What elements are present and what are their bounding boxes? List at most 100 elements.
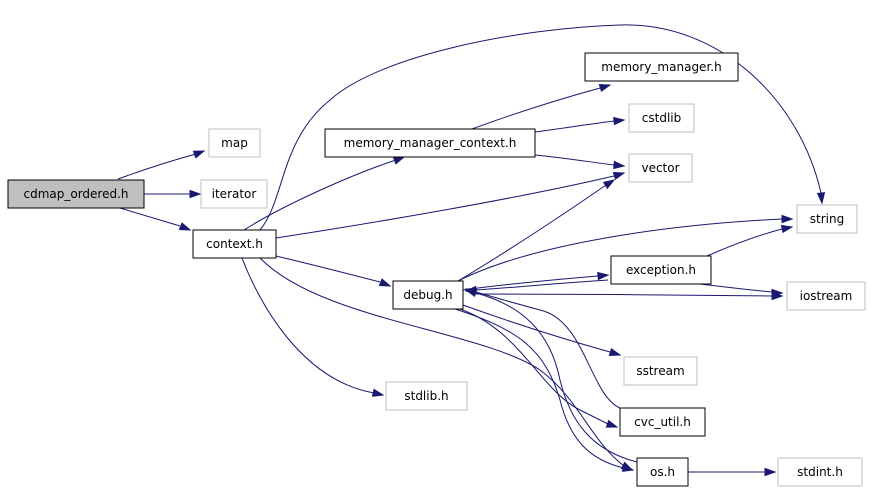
edge-line (475, 291, 621, 409)
node-box (385, 381, 468, 411)
edge-debug-to-sstream (462, 304, 622, 357)
arrowhead (597, 271, 610, 281)
arrowhead (602, 179, 616, 190)
node-box (392, 280, 464, 310)
edge-line (699, 283, 773, 293)
arrowhead (378, 278, 392, 287)
node-context[interactable]: context.h (192, 229, 277, 259)
node-label: memory_manager_context.h (344, 136, 517, 150)
arrowhead (612, 171, 626, 181)
edge-debug-to-string (457, 214, 794, 282)
node-stdlib: stdlib.h (385, 381, 468, 411)
node-box (208, 128, 261, 158)
node-cvc-util[interactable]: cvc_util.h (619, 407, 706, 437)
edge-line (475, 292, 638, 463)
edge-line (475, 279, 609, 291)
edge-line (534, 120, 615, 133)
node-label: context.h (206, 237, 263, 251)
node-box (200, 179, 268, 209)
arrowhead (764, 467, 777, 477)
node-map: map (208, 128, 261, 158)
node-iterator: iterator (200, 179, 268, 209)
arrowhead (371, 388, 385, 397)
node-memory-manager[interactable]: memory_manager.h (584, 52, 739, 82)
node-box (786, 281, 866, 311)
node-label: os.h (650, 465, 675, 479)
node-label: iterator (212, 187, 257, 201)
arrowhead (608, 347, 622, 357)
edge-line (117, 153, 197, 180)
arrowhead (613, 116, 626, 126)
arrowhead (189, 189, 202, 199)
arrowhead (771, 288, 784, 298)
node-label: vector (641, 161, 679, 175)
edge-line (241, 257, 375, 394)
node-stdint: stdint.h (777, 457, 863, 487)
edge-line (706, 228, 783, 257)
edge-memory-manager-context-to-memory-manager (471, 83, 612, 130)
edge-line (534, 154, 615, 166)
node-box (623, 356, 698, 386)
node-iostream: iostream (786, 281, 866, 311)
edge-line (457, 184, 607, 282)
node-box (796, 204, 858, 234)
edge-context-to-debug (275, 255, 392, 287)
arrowhead (392, 156, 406, 165)
node-label: iostream (800, 289, 853, 303)
edge-exception-to-string (706, 224, 794, 257)
edge-line (119, 207, 181, 227)
arrowhead (816, 192, 826, 205)
edge-os-to-stdint (688, 467, 777, 477)
edge-line (462, 304, 611, 353)
arrowhead (598, 83, 612, 93)
edge-debug-to-iostream (475, 291, 784, 301)
edge-context-to-memory-manager-context (243, 156, 406, 231)
node-cstdlib: cstdlib (628, 103, 695, 133)
edge-line (454, 308, 625, 469)
edge-os-to-debug (464, 288, 638, 463)
node-vector: vector (628, 153, 693, 183)
edge-line (471, 87, 601, 130)
node-debug[interactable]: debug.h (392, 280, 464, 310)
node-box (584, 52, 739, 82)
node-box (7, 179, 145, 209)
edge-layer (117, 24, 826, 477)
edge-line (259, 24, 822, 231)
edge-line (459, 308, 609, 425)
node-box (636, 457, 689, 487)
node-os[interactable]: os.h (636, 457, 689, 487)
node-sstream: sstream (623, 356, 698, 386)
node-label: debug.h (403, 288, 452, 302)
edge-debug-to-vector (457, 179, 616, 282)
arrowhead (605, 419, 619, 428)
node-box (777, 457, 863, 487)
edge-line (275, 255, 381, 283)
edge-line (275, 175, 615, 239)
node-label: cstdlib (642, 111, 681, 125)
edge-line (475, 293, 773, 297)
node-label: memory_manager.h (601, 60, 721, 74)
node-label: exception.h (626, 263, 696, 277)
edge-context-to-string (259, 24, 826, 231)
node-box (628, 103, 695, 133)
node-cdmap-ordered[interactable]: cdmap_ordered.h (7, 179, 145, 209)
node-box (628, 153, 693, 183)
node-label: cvc_util.h (634, 415, 691, 429)
node-label: cdmap_ordered.h (23, 187, 128, 201)
node-box (192, 229, 277, 259)
node-memory-manager-context[interactable]: memory_manager_context.h (324, 128, 536, 158)
node-label: map (221, 136, 248, 150)
edge-memory-manager-context-to-vector (534, 154, 626, 170)
edge-memory-manager-context-to-cstdlib (534, 116, 626, 133)
arrowhead (621, 463, 635, 472)
node-layer: cdmap_ordered.h map iterator context.h memor… (7, 52, 866, 487)
edge-cdmap-ordered-to-iterator (144, 189, 202, 199)
node-exception[interactable]: exception.h (610, 255, 712, 285)
node-box (324, 128, 536, 158)
arrowhead (178, 222, 192, 231)
edge-line (457, 218, 783, 282)
node-label: stdlib.h (404, 389, 448, 403)
edge-debug-to-cvc-util (459, 308, 619, 428)
edge-line (462, 275, 599, 291)
